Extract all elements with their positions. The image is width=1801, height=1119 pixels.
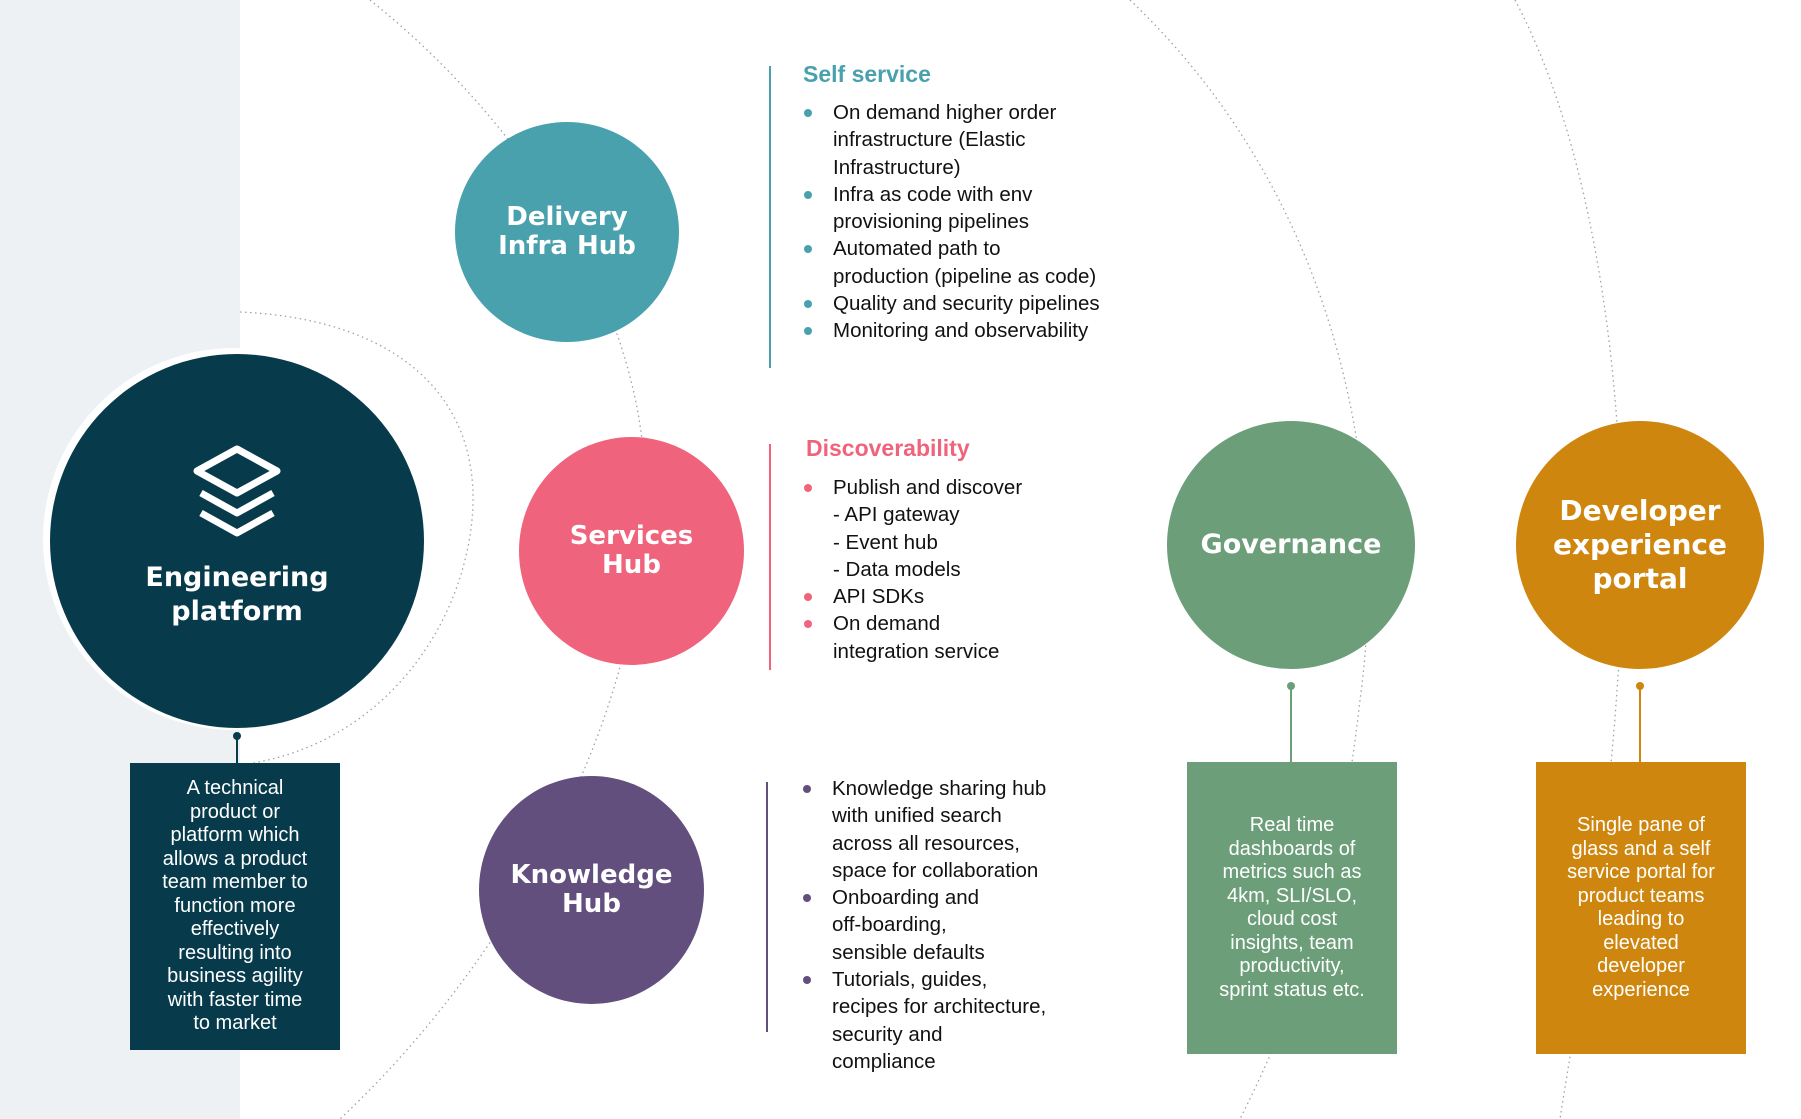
platform-connector-dot [233, 732, 241, 740]
delivery-bullet-item: On demand higher order infrastructure (E… [801, 99, 1100, 181]
engineering-platform-title: Engineering platform [145, 562, 329, 627]
services-hub-circle: Services Hub [519, 437, 744, 665]
services-bullet-item: On demand integration service [801, 610, 1022, 665]
governance-title: Governance [1200, 529, 1382, 560]
delivery-divider [769, 66, 771, 368]
delivery-infra-hub-title: Delivery Infra Hub [498, 202, 636, 261]
delivery-infra-hub-circle: Delivery Infra Hub [455, 122, 679, 342]
arc-devportal [1514, 0, 1623, 1119]
governance-description: Real time dashboards of metrics such as … [1219, 814, 1365, 1001]
delivery-bullet-item: Quality and security pipelines [801, 290, 1100, 317]
services-bullet-item: Publish and discover [801, 474, 1022, 501]
layers-icon [193, 445, 281, 537]
services-divider [769, 444, 771, 670]
knowledge-bullet-item: Onboarding and off-boarding, sensible de… [800, 884, 1046, 966]
developer-portal-description-box: Single pane of glass and a self service … [1536, 762, 1746, 1054]
delivery-bullet-item: Monitoring and observability [801, 317, 1100, 344]
services-bullet-item: - Data models [833, 557, 961, 581]
knowledge-bullet-item: Tutorials, guides, recipes for architect… [800, 966, 1046, 1075]
developer-portal-connector [1639, 688, 1641, 762]
delivery-bullets: On demand higher order infrastructure (E… [801, 99, 1100, 345]
governance-description-box: Real time dashboards of metrics such as … [1187, 762, 1397, 1054]
knowledge-divider [766, 782, 768, 1032]
delivery-bullet-item: Automated path to production (pipeline a… [801, 235, 1100, 290]
delivery-heading: Self service [803, 61, 931, 87]
services-bullet-item: - API gateway [833, 503, 960, 527]
governance-circle: Governance [1167, 421, 1415, 669]
knowledge-hub-title: Knowledge Hub [510, 860, 673, 919]
developer-portal-connector-dot [1636, 682, 1644, 690]
governance-connector-dot [1287, 682, 1295, 690]
knowledge-bullets: Knowledge sharing hub with unified searc… [800, 775, 1046, 1075]
services-bullet-item: API SDKs [801, 583, 1022, 610]
platform-connector [236, 737, 238, 763]
platform-description-box: A technical product or platform which al… [130, 763, 340, 1050]
governance-connector [1290, 688, 1292, 762]
developer-portal-description: Single pane of glass and a self service … [1567, 814, 1715, 1001]
knowledge-bullet-item: Knowledge sharing hub with unified searc… [800, 775, 1046, 884]
engineering-platform-node: Engineering platform [50, 354, 424, 728]
developer-portal-title: Developer experience portal [1552, 494, 1727, 595]
services-heading: Discoverability [806, 435, 970, 461]
delivery-bullet-item: Infra as code with env provisioning pipe… [801, 181, 1100, 236]
services-bullets: Publish and discover- API gateway - Even… [801, 474, 1022, 665]
platform-description: A technical product or platform which al… [162, 777, 308, 1035]
knowledge-hub-circle: Knowledge Hub [479, 776, 704, 1004]
services-bullet-item: - Event hub [833, 530, 938, 554]
services-hub-title: Services Hub [569, 521, 694, 580]
developer-portal-circle: Developer experience portal [1516, 421, 1764, 669]
